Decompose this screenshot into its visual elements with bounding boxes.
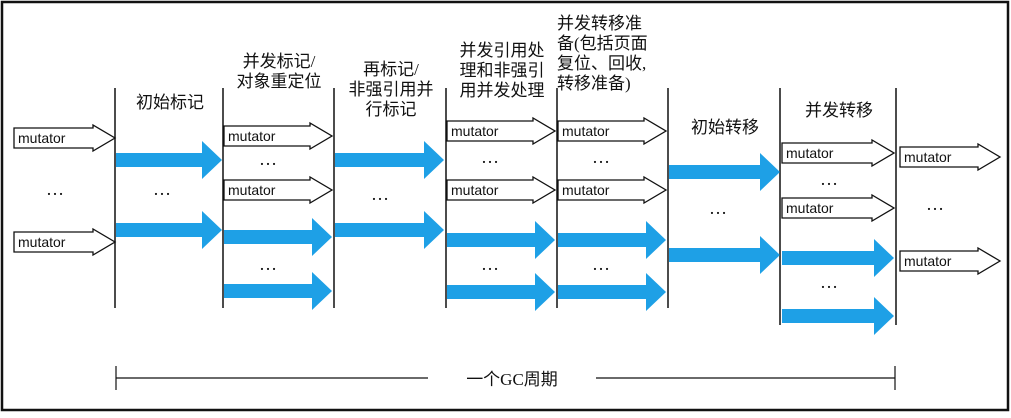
mutator-arrow (899, 142, 1002, 172)
mutator-arrow (446, 175, 557, 205)
mutator-arrow (557, 175, 668, 205)
arrow-layer: mutator … mutator … mutator … mutator … … mutator… (13, 116, 1002, 335)
ellipsis: … (820, 272, 838, 292)
mutator-label: mutator (786, 145, 834, 161)
ellipsis: … (820, 169, 838, 189)
ellipsis: … (709, 198, 727, 218)
ellipsis: … (46, 179, 64, 199)
gc-thread-arrow (116, 211, 222, 249)
mutator-label: mutator (904, 149, 952, 165)
ellipsis: … (926, 194, 944, 214)
mutator-label: mutator (562, 123, 610, 139)
phase-concurrent-mark: 并发标记/ 对象重定位 (236, 52, 322, 91)
mutator-arrow (223, 121, 334, 151)
mutator-label: mutator (904, 253, 952, 269)
phase-remark: 再标记/ 非强引用并 行标记 (348, 60, 434, 119)
mutator-label: mutator (786, 200, 834, 216)
mutator-label: mutator (451, 182, 499, 198)
gc-thread-arrow (669, 236, 780, 274)
cycle-label: 一个GC周期 (466, 370, 558, 389)
phase-initial-relocate: 初始转移 (691, 118, 759, 137)
gc-thread-arrow (447, 221, 555, 259)
phase-initial-mark: 初始标记 (136, 93, 204, 112)
phase-separators (114, 88, 897, 325)
mutator-arrow (781, 193, 896, 223)
gc-thread-arrow (558, 221, 666, 259)
ellipsis: … (371, 184, 389, 204)
mutator-label: mutator (18, 130, 66, 146)
mutator-label: mutator (451, 123, 499, 139)
gc-thread-arrow (782, 297, 894, 335)
ellipsis: … (592, 147, 610, 167)
gc-thread-arrow (782, 239, 894, 277)
ellipsis: … (153, 179, 171, 199)
gc-thread-arrow (669, 153, 780, 191)
gc-thread-arrow (335, 141, 444, 179)
mutator-arrow (223, 175, 334, 205)
ellipsis: … (592, 254, 610, 274)
cycle-bracket (115, 366, 896, 390)
mutator-label: mutator (562, 182, 610, 198)
mutator-label: mutator (18, 234, 66, 250)
ellipsis: … (481, 254, 499, 274)
ellipsis: … (259, 254, 277, 274)
ellipsis: … (481, 147, 499, 167)
mutator-label: mutator (228, 182, 276, 198)
gc-thread-arrow (224, 272, 332, 310)
mutator-arrow (557, 116, 668, 146)
mutator-arrow (446, 116, 557, 146)
gc-thread-arrow (447, 273, 555, 311)
gc-thread-arrow (224, 218, 332, 256)
ellipsis: … (259, 149, 277, 169)
gc-thread-arrow (558, 273, 666, 311)
phase-concurrent-relocate: 并发转移 (805, 101, 873, 120)
mutator-arrow (899, 246, 1002, 276)
mutator-label: mutator (228, 128, 276, 144)
mutator-arrow (13, 123, 117, 153)
mutator-arrow (13, 227, 117, 257)
gc-thread-arrow (116, 141, 222, 179)
phase-relocate-prepare: 并发转移准 备(包括页面 复位、回收, 转移准备) (557, 14, 648, 93)
gc-thread-arrow (335, 211, 444, 249)
mutator-arrow (781, 138, 896, 168)
phase-concurrent-reference: 并发引用处 理和非强引 用并发处理 (459, 41, 545, 100)
